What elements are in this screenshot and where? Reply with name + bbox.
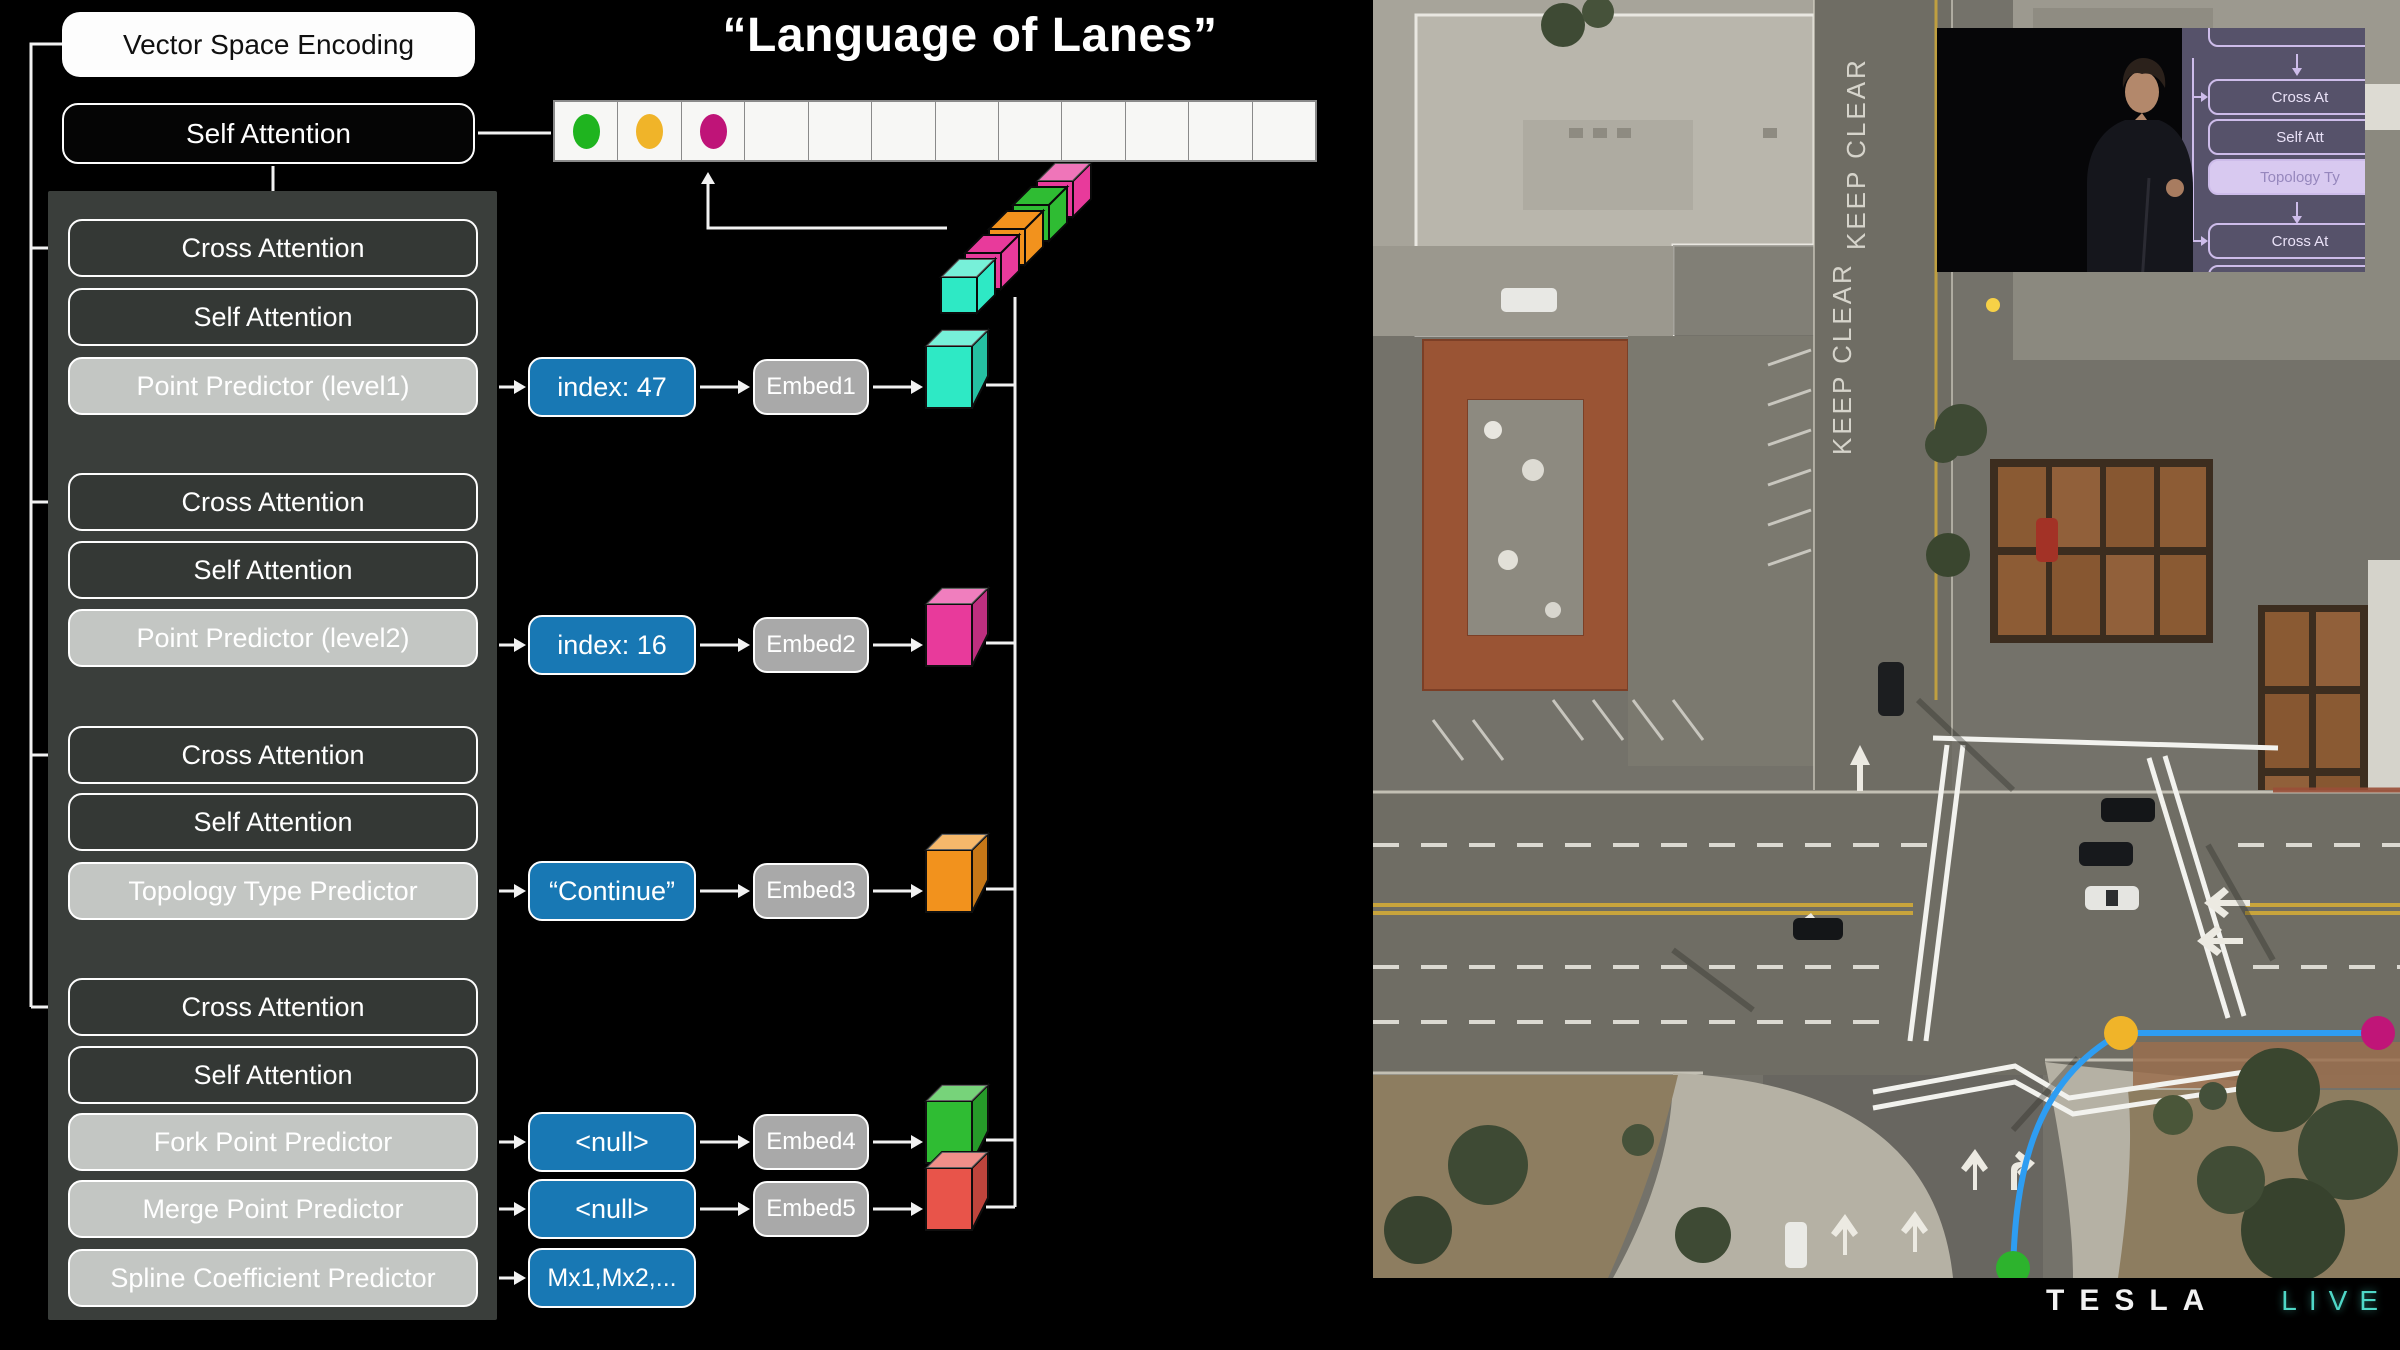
embed3-box: Embed3 [753, 863, 869, 919]
token-cell [1126, 102, 1190, 160]
pip-label-topology-type: Topology Ty [2260, 169, 2340, 186]
output-fork-null: <null> [528, 1112, 696, 1172]
feedback-line [706, 184, 947, 230]
embed4-cube [923, 1082, 991, 1164]
embedding-cube-stack [938, 160, 1094, 316]
pip-label-self-attention: Self Att [2276, 129, 2324, 146]
road-marking-keep-clear-1: KEEP CLEAR [1841, 57, 1871, 250]
block-cross-attention-1: Cross Attention [68, 219, 478, 277]
token-cell [745, 102, 809, 160]
lane-end-dot [2361, 1016, 2395, 1050]
block-self-attention-3: Self Attention [68, 793, 478, 851]
storage-units-a [1990, 459, 2213, 643]
token-cell [1189, 102, 1253, 160]
embed4-box: Embed4 [753, 1114, 869, 1170]
lane-graph-overlay [1996, 1016, 2395, 1278]
block-spline-coefficient-predictor: Spline Coefficient Predictor [68, 1249, 478, 1307]
presenter-pip-video: Cross At Self Att Topology Ty Cross At [1937, 28, 2365, 272]
live-badge: LIVE [2281, 1285, 2390, 1316]
token-cell [1062, 102, 1126, 160]
block-cross-attention-2: Cross Attention [68, 473, 478, 531]
cars [1501, 288, 2155, 1268]
token-cell [872, 102, 936, 160]
road-north [1814, 0, 1952, 792]
building-terracotta [1422, 339, 1658, 691]
embed2-cube [923, 585, 991, 667]
embed3-cube [923, 831, 991, 913]
stack-cube-1 [938, 256, 998, 316]
block-topology-type-predictor: Topology Type Predictor [68, 862, 478, 920]
token-cell [1253, 102, 1315, 160]
embed2-box: Embed2 [753, 617, 869, 673]
trees [1384, 0, 2398, 1278]
block-merge-point-predictor: Merge Point Predictor [68, 1180, 478, 1238]
block-self-attention-4: Self Attention [68, 1046, 478, 1104]
embed1-cube [923, 327, 991, 409]
output-spline-coeffs: Mx1,Mx2,... [528, 1248, 696, 1308]
road-marking-keep-clear-2: KEEP CLEAR [1827, 262, 1857, 455]
block-self-attention-2: Self Attention [68, 541, 478, 599]
signal-dot [1986, 298, 2000, 312]
diagram-connectors [29, 42, 1094, 1285]
output-index-47: index: 47 [528, 357, 696, 417]
token-cell [682, 102, 746, 160]
lane-start-dot [1996, 1251, 2030, 1278]
trunk-line [29, 42, 62, 1007]
block-fork-point-predictor: Fork Point Predictor [68, 1113, 478, 1171]
lane-mid-dot [2104, 1016, 2138, 1050]
block-cross-attention-3: Cross Attention [68, 726, 478, 784]
self-attention-top-box: Self Attention [62, 103, 475, 164]
pip-label-cross-attention-2: Cross At [2272, 233, 2330, 250]
output-continue: “Continue” [528, 861, 696, 921]
block-point-predictor-level2: Point Predictor (level2) [68, 609, 478, 667]
tesla-logo-text: TESLA [2046, 1284, 2220, 1317]
token-dot-yellow [636, 113, 664, 149]
road-arrows [1793, 745, 2250, 1255]
pip-presenter [2087, 58, 2193, 272]
embed-cubes [923, 327, 991, 1231]
road-arterial [1373, 790, 2400, 1075]
pip-projection-screen: Cross At Self Att Topology Ty Cross At [2182, 28, 2365, 272]
token-cell [618, 102, 682, 160]
parking-stripes [1431, 348, 1812, 761]
slide-title: “Language of Lanes” [722, 9, 1218, 62]
token-dot-magenta [699, 113, 727, 149]
token-cell [555, 102, 619, 160]
block-point-predictor-level1: Point Predictor (level1) [68, 357, 478, 415]
token-cell [936, 102, 999, 160]
pip-label-cross-attention-1: Cross At [2272, 89, 2330, 106]
block-cross-attention-4: Cross Attention [68, 978, 478, 1036]
embed5-cube [923, 1149, 991, 1231]
output-index-16: index: 16 [528, 615, 696, 675]
block-self-attention-1: Self Attention [68, 288, 478, 346]
brand-wordmark: TESLA LIVE [2046, 1284, 2390, 1318]
embed1-box: Embed1 [753, 359, 869, 415]
token-dot-green [572, 113, 600, 149]
shadows [1671, 697, 2276, 1133]
embed5-box: Embed5 [753, 1181, 869, 1237]
vector-space-encoding-box: Vector Space Encoding [62, 12, 475, 77]
token-cell [999, 102, 1063, 160]
lane-graph-path [2010, 1030, 2378, 1274]
token-sequence-row [553, 100, 1317, 162]
output-merge-null: <null> [528, 1179, 696, 1239]
token-cell [809, 102, 873, 160]
